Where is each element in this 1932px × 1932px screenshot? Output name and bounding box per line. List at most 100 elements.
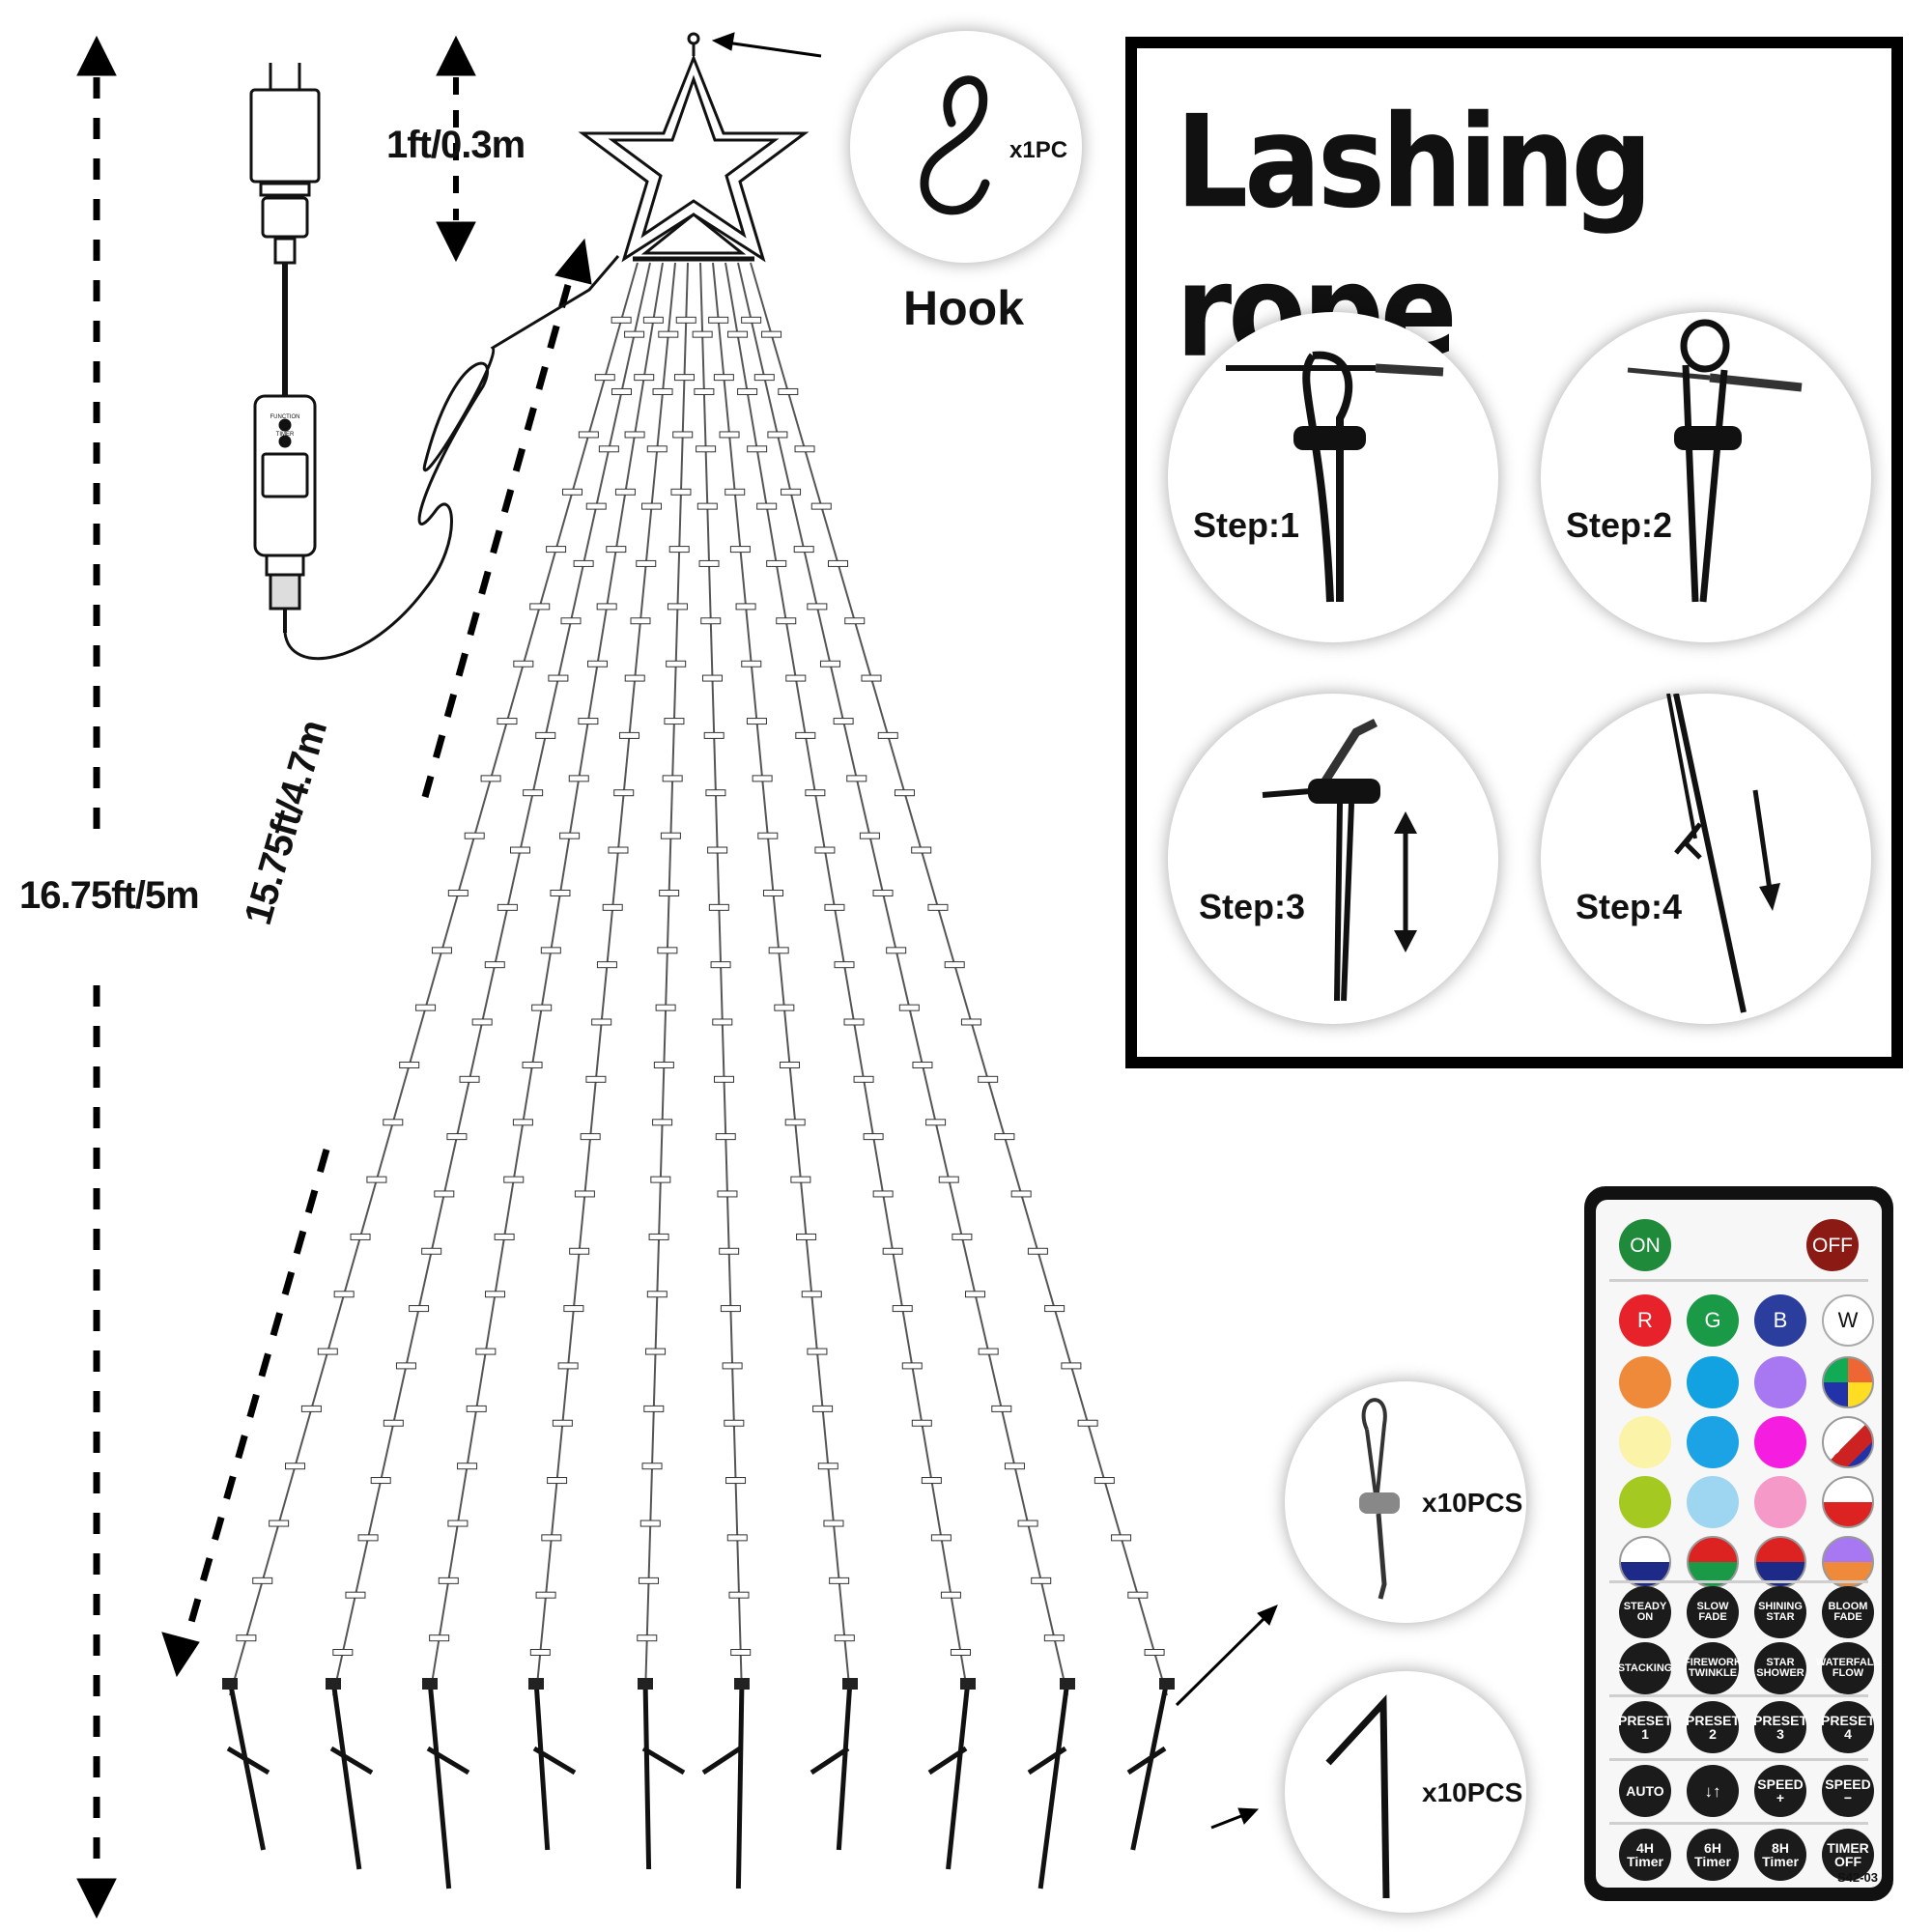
remote-mode-button[interactable]: STAR SHOWER [1754,1642,1806,1694]
led-bulb [668,546,690,554]
led-bulb [722,1362,743,1370]
remote-direction-button[interactable]: ↓↑ [1687,1765,1739,1817]
flag-icon-red-blue[interactable] [1822,1416,1874,1468]
ground-stake-icon [1325,1694,1390,1899]
remote-timer-button[interactable]: 6H Timer [1687,1829,1739,1881]
remote-preset-button[interactable]: PRESET 1 [1618,1701,1672,1753]
remote-speed-up-button[interactable]: SPEED + [1754,1765,1806,1817]
led-bulb [366,1176,387,1183]
led-bulb [559,832,581,839]
led-bulb [602,903,623,911]
led-bulb [1031,1577,1052,1584]
led-bulb [780,1061,801,1068]
ground-stake [422,1678,470,1889]
led-bulb [708,316,729,324]
remote-auto-button[interactable]: AUTO [1619,1765,1671,1817]
led-bulb [812,1405,834,1412]
led-bulb [494,1233,515,1240]
remote-mode-button[interactable]: FIREWORK TWINKLE [1684,1642,1742,1694]
flag-icon-red-blue2[interactable] [1754,1536,1806,1588]
led-bulb [846,775,867,782]
remote-color-button-b[interactable]: B [1754,1294,1806,1347]
remote-speed-down-button[interactable]: SPEED − [1822,1765,1874,1817]
remote-color-button[interactable] [1619,1356,1671,1408]
led-bulb [639,1577,660,1584]
remote-color-button-g[interactable]: G [1687,1294,1739,1347]
remote-color-button[interactable] [1619,1476,1671,1528]
led-bulb [741,316,762,324]
led-bulb [724,488,746,496]
multi-icon[interactable] [1822,1356,1874,1408]
remote-mode-button[interactable]: WATERFALL FLOW [1816,1642,1880,1694]
led-bulb [757,832,779,839]
led-bulb [1111,1534,1132,1542]
ground-stake [528,1678,577,1851]
ground-stake [1126,1678,1175,1851]
led-bulb [541,1534,562,1542]
remote-preset-button[interactable]: PRESET 4 [1821,1701,1875,1753]
led-bulb [659,890,680,897]
led-bulb [965,1291,986,1298]
remote-on-button[interactable]: ON [1619,1219,1671,1271]
led-bulb [648,1233,669,1240]
remote-separator [1609,1694,1868,1697]
remote-mode-button[interactable]: SHINING STAR [1754,1586,1806,1638]
ground-stake [1027,1678,1075,1889]
led-bulb [741,660,762,668]
remote-mode-button[interactable]: STACKING [1618,1642,1672,1694]
led-bulb [587,660,609,668]
led-bulb [531,1004,553,1011]
remote-color-button[interactable] [1754,1476,1806,1528]
remote-color-button[interactable] [1687,1476,1739,1528]
remote-color-button-w[interactable]: W [1822,1294,1874,1347]
led-bulb [892,1305,913,1313]
remote-color-button[interactable] [1687,1356,1739,1408]
led-bulb [844,617,866,625]
led-bulb [707,846,728,854]
led-bulb [446,1133,468,1141]
led-bulb [713,374,734,382]
led-bulb [726,1534,748,1542]
led-bulb [994,1133,1015,1141]
led-bulb [637,1634,658,1642]
led-bulb [719,1247,740,1255]
s-hook-icon [920,75,990,215]
remote-color-button[interactable] [1619,1416,1671,1468]
led-bulb [694,387,715,395]
remote-color-button[interactable] [1754,1356,1806,1408]
remote-timer-button[interactable]: 8H Timer [1754,1829,1806,1881]
remote-preset-button[interactable]: PRESET 3 [1753,1701,1807,1753]
led-bulb [317,1348,338,1355]
remote-mode-button[interactable]: SLOW FADE [1687,1586,1739,1638]
remote-off-button[interactable]: OFF [1806,1219,1859,1271]
led-bulb [547,1477,568,1485]
led-bulb [725,1477,747,1485]
led-bulb [471,1018,493,1026]
led-bulb [618,731,639,739]
led-bulb [395,1362,416,1370]
led-bulb [746,718,767,725]
remote-color-button[interactable] [1687,1416,1739,1468]
star-height-label: 1ft/0.3m [386,124,526,166]
remote-timer-button[interactable]: TIMER OFF [1822,1829,1874,1881]
led-bulb [569,1247,590,1255]
flag-icon-red-green[interactable] [1687,1536,1739,1588]
led-bulb [700,617,722,625]
remote-timer-button[interactable]: 4H Timer [1619,1829,1671,1881]
led-bulb [991,1405,1012,1412]
light-string [429,262,664,1696]
led-bulb [596,961,617,969]
remote-separator [1609,1279,1868,1282]
step-1-circle: Step:1 [1168,312,1498,642]
remote-color-button-r[interactable]: R [1619,1294,1671,1347]
led-bulb [927,903,949,911]
remote-mode-button[interactable]: BLOOM FADE [1822,1586,1874,1638]
remote-color-button[interactable] [1754,1416,1806,1468]
flag-icon-white-red[interactable] [1822,1476,1874,1528]
led-bulb [807,603,828,611]
remote-preset-button[interactable]: PRESET 2 [1686,1701,1740,1753]
remote-mode-button[interactable]: STEADY ON [1619,1586,1671,1638]
flag-icon-white-blue[interactable] [1619,1536,1671,1588]
led-bulb [596,603,617,611]
